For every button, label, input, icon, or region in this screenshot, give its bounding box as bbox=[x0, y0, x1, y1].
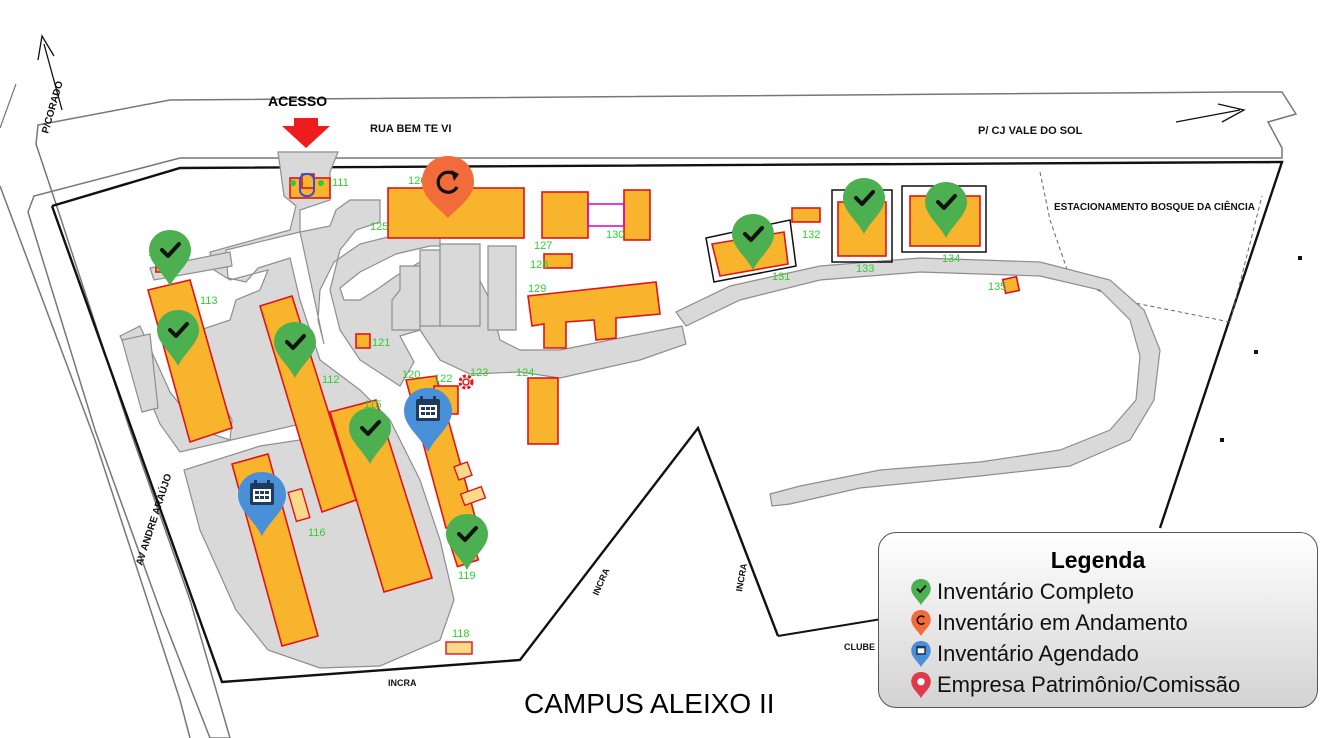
label-128: 128 bbox=[530, 259, 548, 271]
parking-label: ESTACIONAMENTO BOSQUE DA CIÊNCIA bbox=[1054, 200, 1255, 213]
label-125: 125 bbox=[370, 221, 388, 233]
building-130 bbox=[623, 189, 651, 241]
label-123: 123 bbox=[470, 367, 488, 379]
label-113: 113 bbox=[200, 295, 218, 307]
building-116 bbox=[287, 487, 311, 523]
label-121: 121 bbox=[372, 337, 390, 349]
arrow-east-icon bbox=[1175, 103, 1246, 123]
legend-item-scheduled: Inventário Agendado bbox=[911, 639, 1139, 669]
connector-130 bbox=[587, 203, 625, 227]
legend-item-in-progress: Inventário em Andamento bbox=[911, 608, 1188, 638]
label-122: 122 bbox=[434, 373, 452, 385]
label-119: 119 bbox=[458, 570, 476, 582]
bosque-boundary bbox=[1039, 171, 1263, 323]
label-116: 116 bbox=[308, 527, 326, 539]
legend-panel: Legenda Inventário Completo Inventário e… bbox=[878, 532, 1318, 708]
clube-label: CLUBE bbox=[844, 642, 875, 652]
check-marker-icon bbox=[444, 512, 490, 572]
label-115: 115 bbox=[364, 399, 382, 411]
legend-title: Legenda bbox=[1050, 547, 1146, 573]
check-marker-icon bbox=[911, 579, 931, 605]
street-vale-do-sol: P/ CJ VALE DO SOL bbox=[978, 125, 1083, 137]
outer-streets bbox=[0, 83, 1298, 738]
building-132 bbox=[791, 207, 821, 223]
building-118 bbox=[445, 641, 473, 655]
label-130: 130 bbox=[606, 229, 624, 241]
building-135 bbox=[1001, 275, 1021, 295]
campus-boundary bbox=[50, 160, 1284, 684]
building-124 bbox=[527, 377, 559, 445]
label-129: 129 bbox=[528, 283, 546, 295]
label-127: 127 bbox=[534, 240, 552, 252]
small-annex-1 bbox=[453, 461, 473, 481]
label-126: 126 bbox=[408, 175, 426, 187]
calendar-marker-icon bbox=[911, 641, 931, 667]
building-128 bbox=[543, 253, 573, 269]
legend-label-complete: Inventário Completo bbox=[937, 579, 1134, 604]
label-133: 133 bbox=[856, 263, 874, 275]
map-title: CAMPUS ALEIXO II bbox=[524, 688, 775, 719]
label-132: 132 bbox=[802, 229, 820, 241]
arrow-north-icon bbox=[37, 34, 63, 111]
street-incra-mid: INCRA bbox=[591, 566, 612, 597]
refresh-marker-icon bbox=[422, 156, 474, 218]
legend-label-in-progress: Inventário em Andamento bbox=[937, 610, 1188, 635]
building-127 bbox=[541, 191, 589, 239]
refresh-marker-icon bbox=[911, 610, 931, 636]
label-124: 124 bbox=[516, 367, 534, 379]
label-135: 135 bbox=[988, 281, 1006, 293]
street-p-corado: P/CORADO bbox=[40, 80, 65, 135]
street-incra-right: INCRA bbox=[734, 562, 749, 592]
label-111: 111 bbox=[332, 177, 349, 189]
street-incra-south: INCRA bbox=[388, 678, 417, 688]
street-rua-bem-te-vi: RUA BEM TE VI bbox=[370, 123, 452, 135]
access-arrow-icon bbox=[282, 118, 330, 148]
legend-label-company: Empresa Patrimônio/Comissão bbox=[937, 672, 1241, 697]
legend-item-complete: Inventário Completo bbox=[911, 577, 1134, 607]
label-134: 134 bbox=[942, 253, 960, 265]
location-marker-icon bbox=[911, 672, 931, 698]
label-131: 131 bbox=[772, 271, 790, 283]
street-av-andre-araujo: AV ANDRE ARAÚJO bbox=[132, 472, 174, 567]
access-label: ACESSO bbox=[268, 93, 327, 109]
label-118: 118 bbox=[452, 628, 470, 640]
label-112: 112 bbox=[322, 374, 340, 386]
legend-item-company: Empresa Patrimônio/Comissão bbox=[911, 670, 1240, 700]
label-120: 120 bbox=[402, 369, 420, 381]
building-115 bbox=[328, 399, 434, 593]
gate-icon bbox=[290, 173, 324, 197]
legend-label-scheduled: Inventário Agendado bbox=[937, 641, 1139, 666]
map-dots bbox=[1220, 256, 1302, 442]
building-121 bbox=[355, 333, 371, 349]
gear-icon bbox=[458, 374, 474, 390]
building-129 bbox=[527, 281, 661, 349]
small-annex-2 bbox=[459, 485, 487, 507]
